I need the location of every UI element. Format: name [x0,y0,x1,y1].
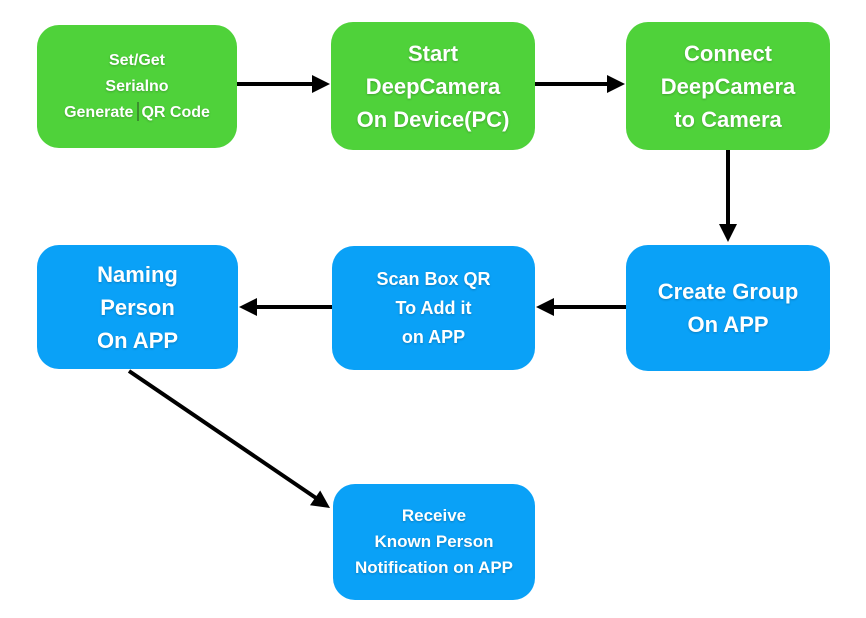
node-label-line: Known Person [374,532,494,551]
node-label-line: Start [407,40,459,66]
node-label-line: Connect [684,40,772,66]
node-label-line: Scan Box QR [376,268,491,289]
node-label-line: Person [100,294,175,320]
node-receive-notification[interactable]: Receive Known Person Notification on APP [333,484,535,600]
node-label-line: Notification on APP [354,558,514,577]
node-label-line: Naming [97,261,178,287]
arrow-create-group-to-scan [536,298,626,316]
node-naming-person[interactable]: Naming Person On APP [37,245,238,369]
node-label-line: to Camera [674,106,782,132]
text-cursor [137,102,140,121]
node-label-line: Receive [401,506,467,525]
node-start-deepcamera[interactable]: Start DeepCamera On Device(PC) [331,22,535,150]
arrow-scan-to-naming [239,298,332,316]
node-label-line: DeepCamera [365,73,501,99]
node-label-line: To Add it [395,297,472,318]
node-label-segment: Generate [64,103,134,121]
arrow-naming-to-receive [127,369,330,508]
node-label-line: Set/Get [108,51,165,69]
arrow-setget-to-start [237,75,330,93]
node-label-line: Create Group [657,279,799,304]
node-label-line: On APP [687,312,769,337]
node-label-line: DeepCamera [660,73,796,99]
node-set-get-serialno[interactable]: Set/Get Serialno Generate QR Code [37,25,237,148]
node-create-group[interactable]: Create Group On APP [626,245,830,371]
node-label-line: Serialno [105,77,169,95]
node-connect-deepcamera[interactable]: Connect DeepCamera to Camera [626,22,830,150]
node-label-line: On Device(PC) [356,106,510,132]
node-label-line: Generate QR Code [64,100,210,126]
node-label-line: on APP [401,326,466,347]
arrow-connect-to-create-group [719,150,737,242]
arrow-start-to-connect [535,75,625,93]
node-label-line: On APP [96,327,179,353]
node-label-segment: QR Code [141,103,210,121]
node-scan-box-qr[interactable]: Scan Box QR To Add it on APP [332,246,535,370]
